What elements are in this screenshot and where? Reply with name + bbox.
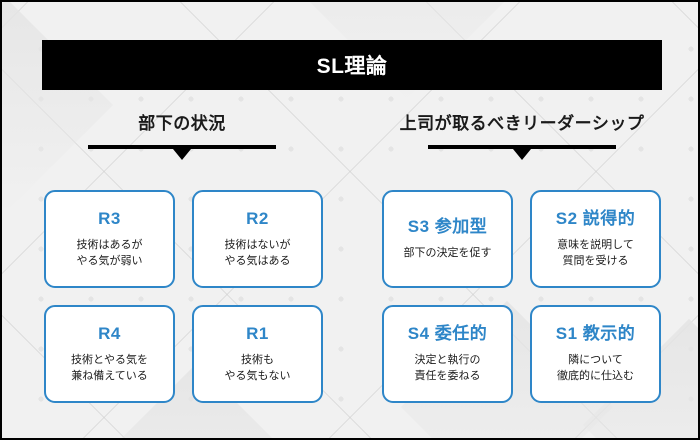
card-title: S1 教示的 xyxy=(555,324,636,343)
card-description: 部下の決定を促す xyxy=(403,247,492,259)
triangle-down-icon xyxy=(513,149,531,160)
card-title: R1 xyxy=(246,324,269,343)
card-r4: R4 技術とやる気を 兼ね備えている xyxy=(44,305,175,403)
card-r1: R1 技術も やる気もない xyxy=(192,305,323,403)
card-title: S4 委任的 xyxy=(407,324,488,343)
title-banner: SL理論 xyxy=(42,40,662,90)
page-title: SL理論 xyxy=(316,55,388,78)
card-description: 隣について 徹底的に仕込む xyxy=(557,354,634,382)
card-title: R3 xyxy=(98,209,121,228)
triangle-down-icon xyxy=(173,149,191,160)
column-heading-label: 部下の状況 xyxy=(138,114,226,133)
divider-rule xyxy=(428,145,616,149)
column-heading-rule-group xyxy=(366,145,678,160)
card-s3: S3 参加型 部下の決定を促す xyxy=(382,190,513,288)
card-description: 技術とやる気を 兼ね備えている xyxy=(71,354,148,382)
card-description: 意味を説明して 質問を受ける xyxy=(557,239,634,267)
card-title: R2 xyxy=(246,209,269,228)
card-r3: R3 技術はあるが やる気が弱い xyxy=(44,190,175,288)
card-title: S3 参加型 xyxy=(407,217,488,236)
chevron-shape xyxy=(2,2,114,212)
card-s4: S4 委任的 決定と執行の 責任を委ねる xyxy=(382,305,513,403)
card-description: 技術も やる気もない xyxy=(224,354,291,382)
column-heading-subordinate-status: 部下の状況 xyxy=(32,112,332,160)
card-r2: R2 技術はないが やる気はある xyxy=(192,190,323,288)
divider-rule xyxy=(88,145,276,149)
column-heading-leadership-style: 上司が取るべきリーダーシップ xyxy=(366,112,678,160)
card-s1: S1 教示的 隣について 徹底的に仕込む xyxy=(530,305,661,403)
card-s2: S2 説得的 意味を説明して 質問を受ける xyxy=(530,190,661,288)
card-description: 決定と執行の 責任を委ねる xyxy=(414,354,481,382)
column-heading-rule-group xyxy=(32,145,332,160)
card-title: R4 xyxy=(98,324,121,343)
card-description: 技術はないが やる気はある xyxy=(224,239,291,267)
card-title: S2 説得的 xyxy=(555,209,636,228)
column-heading-label: 上司が取るべきリーダーシップ xyxy=(399,114,645,133)
card-description: 技術はあるが やる気が弱い xyxy=(76,239,143,267)
